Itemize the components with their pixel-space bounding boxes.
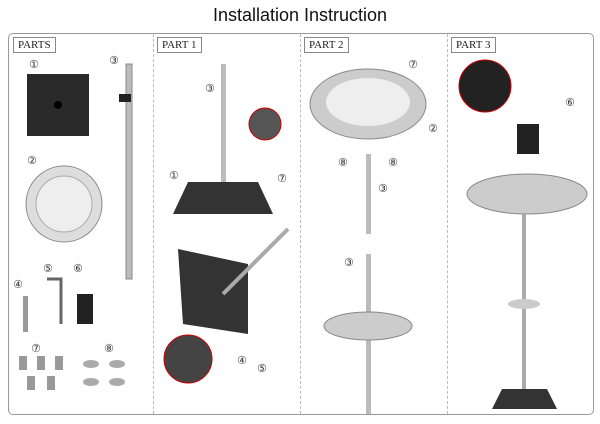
mark-1: ① — [29, 58, 39, 71]
panel-parts: PARTS ① ③ ② ④ ⑤ ⑥ ⑦ ⑧ — [9, 34, 154, 414]
mark-3: ③ — [205, 82, 215, 95]
base-plate-side — [178, 249, 248, 334]
mark-2: ② — [428, 122, 438, 135]
detail-zoom — [163, 334, 213, 384]
mark-5: ⑤ — [43, 262, 53, 275]
part1-illustration: ③ ① ⑦ ④ ⑤ — [163, 64, 290, 384]
wing-nuts — [83, 360, 125, 386]
mark-2: ② — [27, 154, 37, 167]
panel-label: PART 3 — [451, 37, 496, 53]
part2-illustration: ⑦ ② ⑧ ⑧ ③ ③ — [309, 58, 438, 414]
mark-3: ③ — [344, 256, 354, 269]
mark-3: ③ — [378, 182, 388, 195]
detail-zoom — [458, 59, 512, 113]
page-title: Installation Instruction — [212, 5, 388, 25]
panel-label: PART 2 — [304, 37, 349, 53]
panel-label: PART 1 — [157, 37, 202, 53]
mark-6: ⑥ — [565, 96, 575, 109]
mark-8: ⑧ — [338, 156, 348, 169]
tray — [466, 173, 588, 215]
part3-illustration: ⑥ — [458, 59, 588, 409]
screws — [19, 356, 63, 390]
panel-part-2: PART 2 ⑦ ② ⑧ ⑧ ③ ③ — [300, 34, 448, 414]
panel-label: PARTS — [13, 37, 56, 53]
instruction-frame: PARTS ① ③ ② ④ ⑤ ⑥ ⑦ ⑧ PART 1 ③ ① ⑦ ④ ⑤ P… — [8, 33, 594, 415]
mark-5: ⑤ — [257, 362, 267, 375]
panel-part-1: PART 1 ③ ① ⑦ ④ ⑤ — [153, 34, 301, 414]
tray — [323, 311, 413, 341]
clamp — [77, 294, 93, 324]
mark-7: ⑦ — [277, 172, 287, 185]
mark-4: ④ — [13, 278, 23, 291]
mark-8: ⑧ — [388, 156, 398, 169]
panel-part-3: PART 3 ⑥ — [447, 34, 593, 414]
pole — [125, 63, 133, 280]
mark-7: ⑦ — [408, 58, 418, 71]
parts-illustration: ① ③ ② ④ ⑤ ⑥ ⑦ ⑧ — [13, 54, 133, 390]
clamp — [517, 124, 539, 154]
mark-3: ③ — [109, 54, 119, 67]
mark-4: ④ — [237, 354, 247, 367]
hex-key — [47, 277, 63, 324]
mark-7: ⑦ — [31, 342, 41, 355]
base-plate — [173, 182, 273, 214]
bolt — [23, 296, 28, 332]
mark-8: ⑧ — [104, 342, 114, 355]
mark-1: ① — [169, 169, 179, 182]
detail-zoom — [248, 107, 282, 141]
mark-6: ⑥ — [73, 262, 83, 275]
